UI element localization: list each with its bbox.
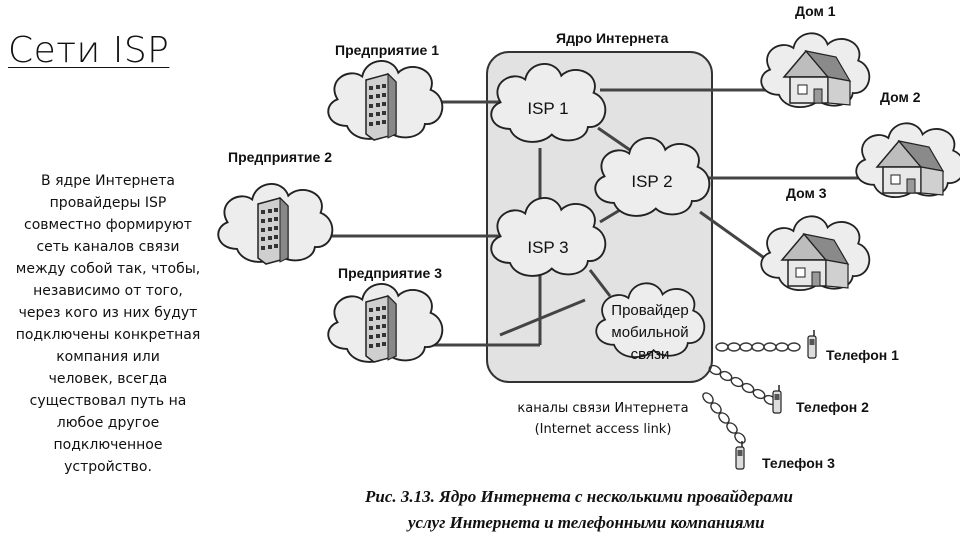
link-core-mobile xyxy=(499,298,586,337)
description-line: независимо от того, xyxy=(33,283,183,299)
wireless-link-phone3 xyxy=(702,392,746,444)
isp-2: ISP 2 xyxy=(594,137,711,217)
enterprise-2-label: Предприятие 2 xyxy=(228,149,332,165)
link-isp3-mobile xyxy=(588,269,612,297)
mobile-provider-label-line: связи xyxy=(631,346,670,363)
enterprise-3-label: Предприятие 3 xyxy=(338,265,442,281)
description-line: между собой так, чтобы, xyxy=(15,261,201,277)
description-line: провайдеры ISP xyxy=(49,195,167,211)
internet-core-label: Ядро Интернета xyxy=(556,30,669,46)
isp-1-label: ISP 1 xyxy=(527,99,568,118)
building-icon xyxy=(365,73,397,141)
home-1-label: Дом 1 xyxy=(795,3,836,19)
link-isp1-isp2 xyxy=(597,126,631,152)
description-line: подключены конкретная xyxy=(15,327,201,343)
mobile-phone-icon xyxy=(772,384,782,414)
wireless-link-phone2 xyxy=(708,364,777,406)
home-2: Дом 2 xyxy=(855,89,960,199)
home-3-label: Дом 3 xyxy=(786,185,827,201)
description-line: через кого из них будут xyxy=(18,305,198,321)
mobile-phone-icon xyxy=(807,329,817,359)
phone-1: Телефон 1 xyxy=(807,329,899,363)
description-line: человек, всегда xyxy=(48,371,168,387)
enterprise-3: Предприятие 3 xyxy=(327,265,444,363)
link-note-line: каналы связи Интернета xyxy=(517,401,688,416)
phone-3-label: Телефон 3 xyxy=(762,455,835,471)
home-1: Дом 1 xyxy=(760,3,871,109)
network-links xyxy=(318,88,868,347)
building-icon xyxy=(365,295,397,363)
figure-caption-line: услуг Интернета и телефонными компаниями xyxy=(406,513,765,532)
wireless-links xyxy=(702,342,801,444)
building-icon xyxy=(257,197,289,265)
isp-2-label: ISP 2 xyxy=(631,172,672,191)
mobile-provider-label-line: Провайдер xyxy=(611,302,688,319)
home-2-label: Дом 2 xyxy=(880,89,921,105)
link-isp2-home3 xyxy=(699,210,771,264)
slide-description: В ядре Интернета провайдеры ISP совместн… xyxy=(8,170,208,478)
enterprise-1: Предприятие 1 xyxy=(327,42,444,141)
slide-title: Сети ISP xyxy=(8,30,170,71)
description-line: В ядре Интернета xyxy=(41,173,175,189)
description-line: совместно формируют xyxy=(24,217,192,233)
figure-caption-line: Рис. 3.13. Ядро Интернета с несколькими … xyxy=(364,487,793,506)
phone-2-label: Телефон 2 xyxy=(796,399,869,415)
link-isp3-isp2 xyxy=(599,208,621,224)
phone-3: Телефон 3 xyxy=(735,440,835,471)
description-line: существовал путь на xyxy=(29,393,187,409)
isp-3: ISP 3 xyxy=(490,197,607,277)
phone-1-label: Телефон 1 xyxy=(826,347,899,363)
wireless-link-phone1 xyxy=(715,342,801,352)
isp-3-label: ISP 3 xyxy=(527,238,568,257)
home-3: Дом 3 xyxy=(760,185,871,292)
enterprise-2: Предприятие 2 xyxy=(217,149,334,265)
enterprise-1-label: Предприятие 1 xyxy=(335,42,439,58)
description-line: любое другое xyxy=(56,415,160,431)
mobile-provider: Провайдер мобильной связи xyxy=(595,282,706,363)
isp-1: ISP 1 xyxy=(490,63,607,143)
phone-2: Телефон 2 xyxy=(772,384,869,415)
mobile-phone-icon xyxy=(735,440,745,470)
mobile-provider-label-line: мобильной xyxy=(611,324,688,341)
link-note-line: (Internet access link) xyxy=(535,422,672,437)
description-line: компания или xyxy=(56,349,160,365)
description-line: подключенное xyxy=(53,437,163,453)
description-line: устройство. xyxy=(64,459,152,475)
description-line: сеть каналов связи xyxy=(36,239,180,255)
